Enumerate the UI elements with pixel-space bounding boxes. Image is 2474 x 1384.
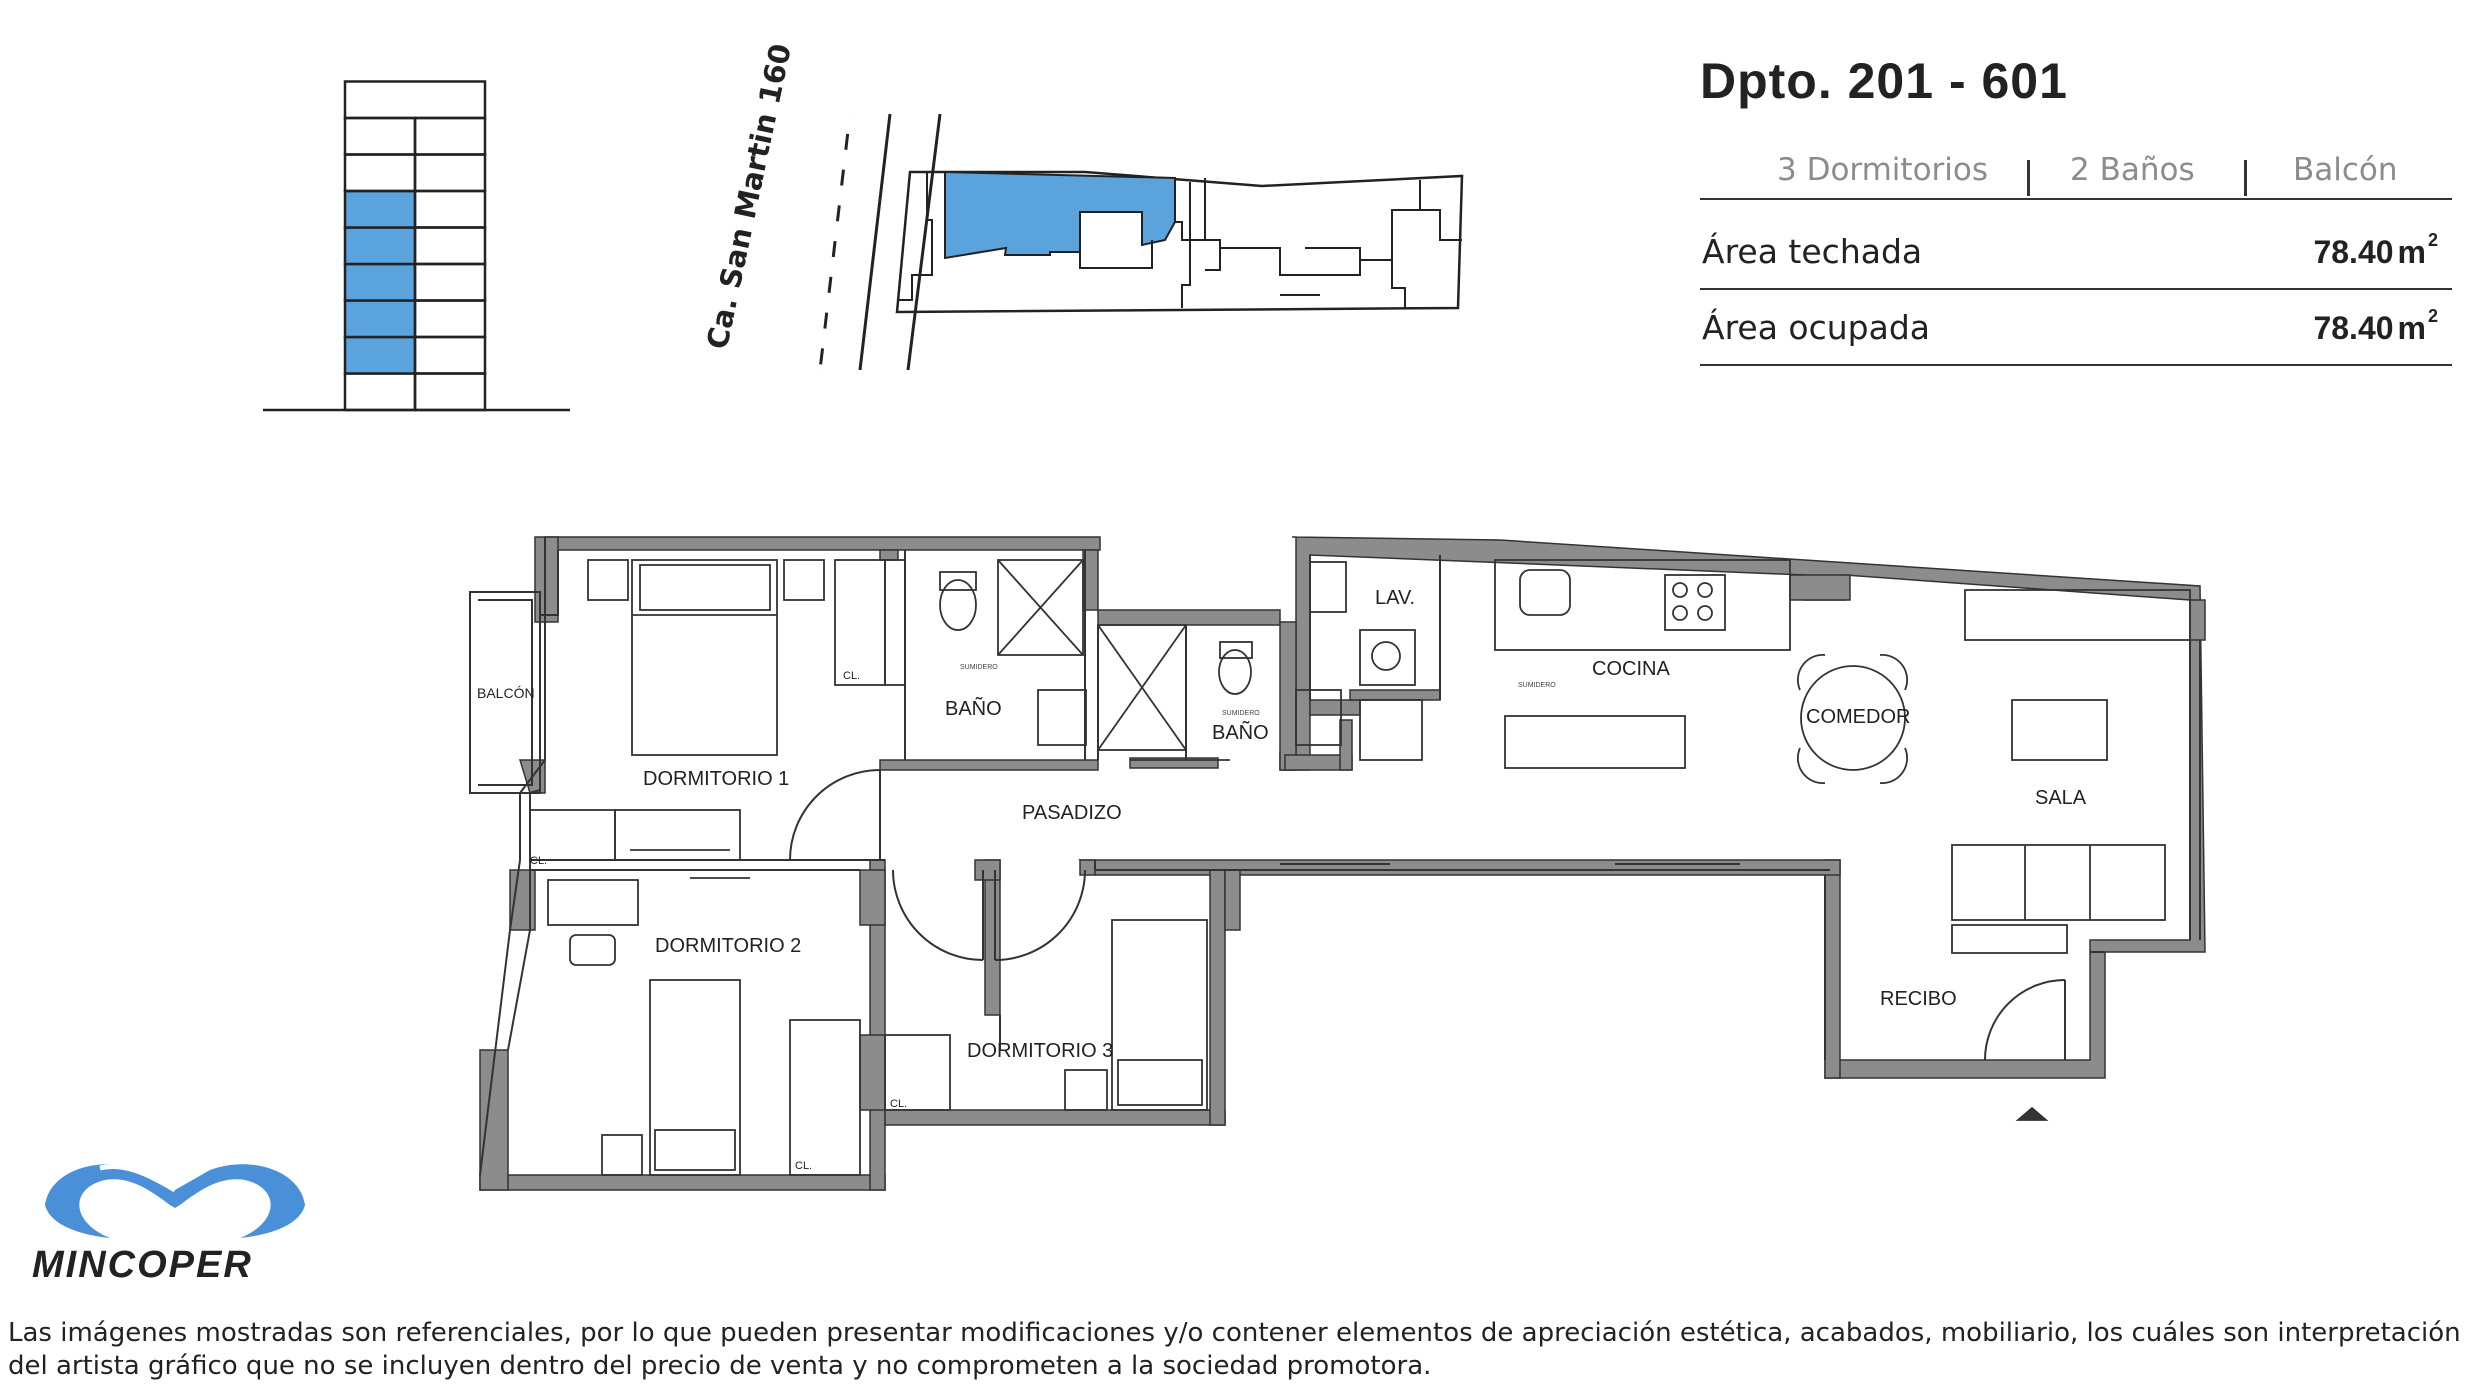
unit-highlight (944, 170, 1176, 260)
room-label-foyer: RECIBO (1880, 988, 1957, 1010)
closet-label: CL. (795, 1160, 813, 1172)
floor-3-unit (343, 299, 417, 339)
lot-outline (895, 170, 1464, 314)
disclaimer-text: Las imágenes mostradas son referenciales… (8, 1318, 2461, 1381)
room-label-hall: PASADIZO (1022, 802, 1122, 824)
bed (1111, 919, 1208, 1111)
feature-separator (2244, 160, 2247, 196)
room-label-bedroom3: DORMITORIO 3 (967, 1040, 1114, 1062)
building-floor-diagram (263, 80, 570, 412)
brand-name: MINCOPER (32, 1244, 253, 1286)
room-label-kitchen: COCINA (1592, 658, 1670, 680)
floor-9 (343, 80, 487, 120)
room-label-dining: COMEDOR (1806, 706, 1911, 728)
divider (1700, 288, 2452, 290)
drain-label: SUMIDERO (1222, 710, 1260, 717)
feature-separator (2027, 160, 2030, 196)
furniture (529, 559, 2191, 1176)
room-label-bath2: BAÑO (1212, 722, 1269, 744)
room-label-balcony: BALCÓN (477, 685, 535, 701)
feature-bedrooms: 3 Dormitorios (1777, 152, 1989, 188)
closet-label: CL. (530, 855, 548, 867)
area-label-occupied: Área ocupada (1702, 308, 1931, 347)
feature-baths: 2 Baños (2070, 152, 2195, 188)
divider (1700, 198, 2452, 200)
kitchen-island (1504, 715, 1686, 769)
closet-label: CL. (843, 670, 861, 682)
street-edge-line (858, 113, 892, 371)
unit-title: Dpto. 201 - 601 (1700, 53, 2068, 109)
site-interior-lines (897, 172, 1462, 308)
site-plan (817, 113, 1464, 371)
logo-mark (45, 1164, 305, 1238)
closet-label: CL. (890, 1098, 908, 1110)
street-edge-line (906, 113, 942, 371)
room-label-bedroom2: DORMITORIO 2 (655, 935, 802, 957)
area-label-roofed: Área techada (1702, 232, 1923, 271)
bed (631, 559, 778, 756)
room-label-bedroom1: DORMITORIO 1 (643, 768, 790, 790)
inner-lines (469, 537, 2201, 1176)
room-label-living: SALA (2035, 787, 2087, 809)
drain-label: SUMIDERO (960, 664, 998, 671)
bed (649, 979, 741, 1176)
doors (789, 769, 2066, 1061)
feature-balcony: Balcón (2293, 152, 2398, 188)
drain-label: SUMIDERO (1518, 682, 1556, 689)
room-label-laundry: LAV. (1375, 587, 1416, 609)
room-label-bath1: BAÑO (945, 698, 1002, 720)
mincoper-logo (45, 1164, 305, 1238)
divider (1700, 364, 2452, 366)
dining-table (1800, 665, 1906, 771)
